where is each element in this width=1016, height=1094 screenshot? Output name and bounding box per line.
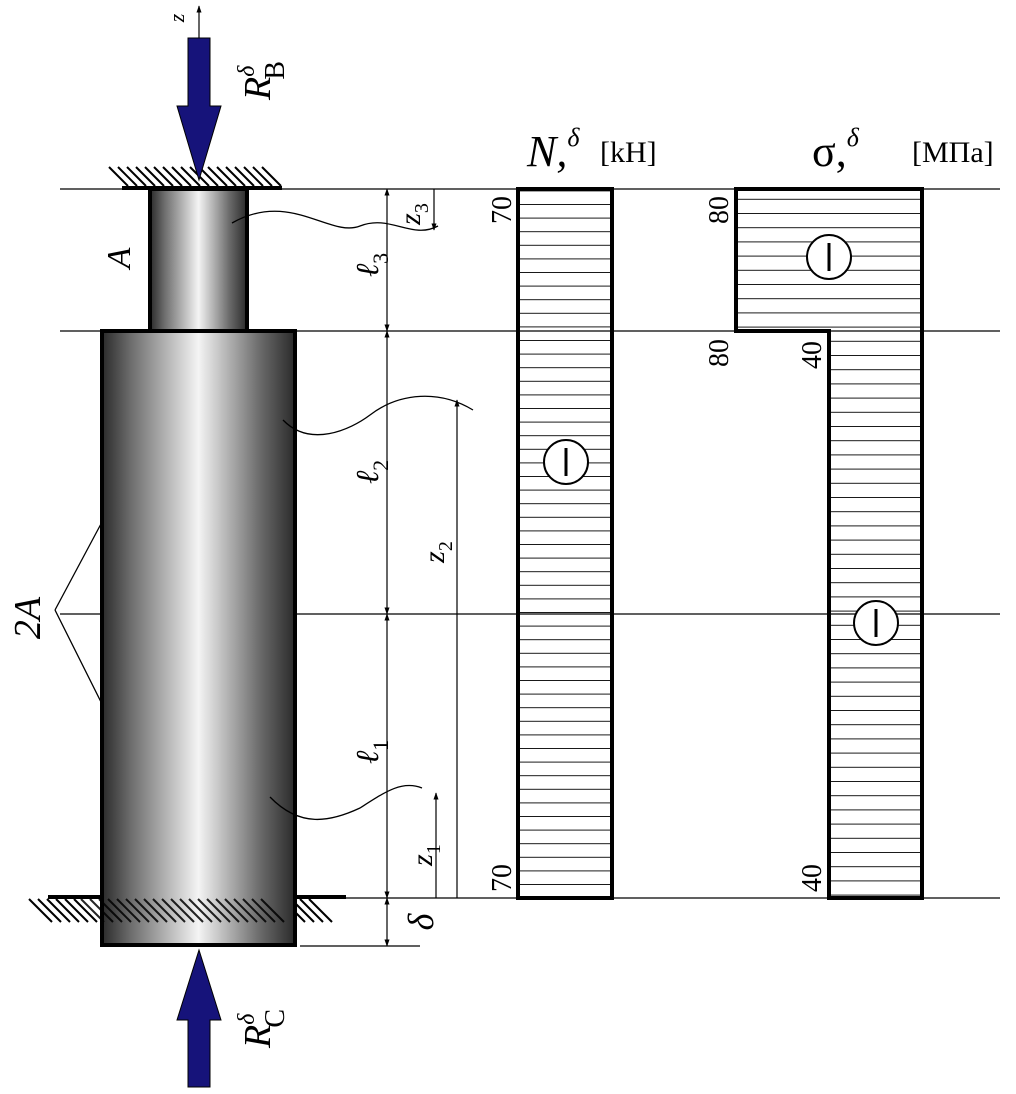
sigma-diagram-title: σ,δ — [812, 123, 860, 176]
z-axis: z — [164, 5, 202, 42]
n-diagram-unit: [kH] — [600, 136, 657, 169]
support-hatch-stroke — [188, 898, 213, 923]
support-hatch-stroke — [107, 898, 132, 923]
stepped-rod — [100, 187, 297, 947]
support-hatch-stroke — [233, 898, 258, 923]
support-hatch-stroke — [152, 898, 177, 923]
rod-upper-segment — [148, 187, 249, 333]
coordinate-arrows — [431, 189, 460, 898]
support-hatch-stroke — [261, 166, 282, 187]
gap-delta-label: δ — [401, 912, 441, 930]
length-l3-label: ℓ3 — [349, 253, 393, 277]
support-hatch-stroke — [234, 166, 255, 187]
support-hatch-stroke — [144, 166, 165, 187]
sigma-value-top: 80 — [704, 196, 735, 224]
reaction-bottom-label: RδC — [234, 1009, 291, 1049]
n-value-bottom: 70 — [487, 864, 518, 892]
sigma-value-bottom: 40 — [797, 864, 828, 892]
support-hatch-stroke — [308, 898, 333, 923]
n-diagram-sign — [543, 439, 589, 485]
support-hatch-stroke — [179, 898, 204, 923]
sigma-diagram-unit: [MПa] — [912, 136, 994, 169]
support-hatch-stroke — [126, 166, 147, 187]
support-hatch-stroke — [37, 898, 62, 923]
support-hatch-stroke — [135, 166, 156, 187]
support-hatch-stroke — [98, 898, 123, 923]
length-l2-label: ℓ2 — [349, 460, 393, 484]
area-bottom-label: 2A — [7, 596, 49, 639]
area-top-label: A — [101, 247, 138, 270]
support-hatch-stroke — [108, 166, 129, 187]
area-leader-lines — [54, 521, 103, 705]
support-hatch-stroke — [55, 898, 80, 923]
reaction-arrow-top — [176, 37, 222, 182]
coord-z2-label: z2 — [418, 541, 457, 564]
support-hatch-stroke — [170, 898, 195, 923]
sigma-sign-upper — [806, 234, 852, 280]
support-hatch-stroke — [143, 898, 168, 923]
sigma-value-step-left: 80 — [704, 339, 735, 367]
support-hatch-stroke — [180, 166, 201, 187]
support-hatch-stroke — [162, 166, 183, 187]
support-hatch-stroke — [80, 898, 105, 923]
support-hatch-stroke — [197, 898, 222, 923]
support-hatch-stroke — [225, 166, 246, 187]
support-hatch-stroke — [89, 898, 114, 923]
sigma-diagram-outline — [734, 187, 924, 900]
support-hatch-stroke — [64, 898, 89, 923]
n-diagram-fill — [518, 189, 612, 898]
support-hatch-stroke — [242, 898, 267, 923]
rod-lower-segment — [100, 329, 297, 947]
support-hatch-stroke — [215, 898, 240, 923]
reaction-arrow-bottom — [176, 948, 222, 1088]
top-support — [108, 166, 282, 190]
support-hatch-stroke — [243, 166, 264, 187]
z-axis-label: z — [164, 13, 189, 23]
support-hatch-stroke — [206, 898, 231, 923]
support-hatch-stroke — [216, 166, 237, 187]
support-hatch-stroke — [251, 898, 276, 923]
support-hatch-stroke — [161, 898, 186, 923]
support-hatch-stroke — [252, 166, 273, 187]
support-hatch-stroke — [117, 166, 138, 187]
support-hatch-stroke — [171, 166, 192, 187]
section-curves — [231, 210, 474, 821]
support-hatch-stroke — [299, 898, 324, 923]
support-hatch-stroke — [73, 898, 98, 923]
coord-z3-label: z3 — [394, 203, 433, 226]
support-hatch-stroke — [28, 898, 53, 923]
coord-z1-label: z1 — [406, 844, 445, 867]
sigma-value-step-right: 40 — [797, 341, 828, 369]
support-hatch-stroke — [116, 898, 141, 923]
stress-diagram: σ,δ [MПa] 80 80 40 40 — [704, 123, 994, 900]
reaction-top-label: RδB — [234, 61, 291, 101]
support-hatch-stroke — [153, 166, 174, 187]
n-diagram-outline — [516, 187, 614, 900]
support-hatch-stroke — [224, 898, 249, 923]
sigma-sign-lower — [853, 600, 899, 646]
support-hatch-stroke — [46, 898, 71, 923]
length-l1-label: ℓ1 — [349, 740, 393, 764]
support-hatch-stroke — [260, 898, 285, 923]
support-hatch-stroke — [134, 898, 159, 923]
n-diagram-title: N,δ — [526, 123, 580, 176]
normal-force-diagram: N,δ [kH] 70 70 — [487, 123, 657, 900]
n-value-top: 70 — [487, 196, 518, 224]
support-hatch-stroke — [207, 166, 228, 187]
support-hatch-stroke — [125, 898, 150, 923]
